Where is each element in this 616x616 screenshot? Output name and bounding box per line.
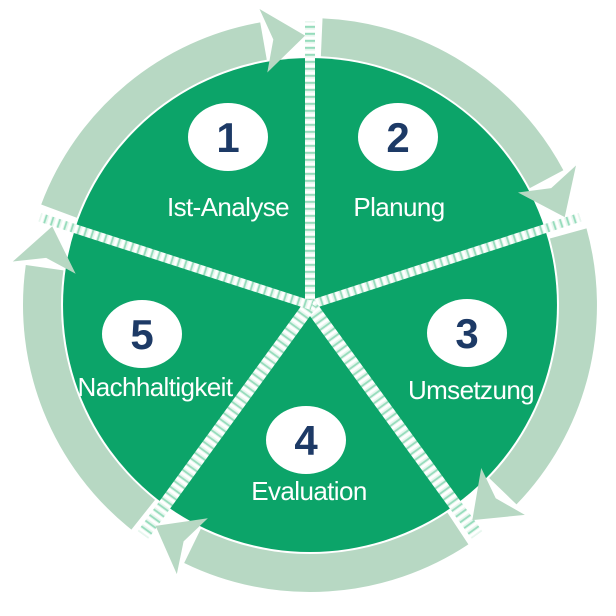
ring-arrow-arc-5 <box>23 265 156 530</box>
step-5-circle <box>102 300 182 368</box>
separator-left <box>38 212 314 310</box>
separator-right <box>306 212 582 310</box>
step-4-circle <box>266 406 346 474</box>
step-3-number: 3 <box>455 310 478 357</box>
step-5: 5 Nachhaltigkeit <box>78 300 234 402</box>
segment-nachhaltigkeit <box>63 228 311 505</box>
arrowhead-icon-1 <box>259 8 306 73</box>
step-4-number: 4 <box>294 417 318 464</box>
ring-arrow-arc-2 <box>320 18 564 189</box>
step-2-circle <box>358 103 438 171</box>
step-5-number: 5 <box>130 311 153 358</box>
step-2-number: 2 <box>386 114 409 161</box>
ring-arrow-arc-1 <box>41 22 267 218</box>
ring-arrow-arc-4 <box>184 512 469 593</box>
step-1-label: Ist-Analyse <box>167 192 289 222</box>
step-3: 3 Umsetzung <box>408 299 535 405</box>
step-3-circle <box>427 299 507 367</box>
outer-ring <box>12 8 597 593</box>
segment-umsetzung <box>310 228 557 505</box>
step-1-number: 1 <box>216 114 239 161</box>
step-4: 4 Evaluation <box>251 406 367 506</box>
step-2-label: Planung <box>353 192 444 222</box>
step-3-label: Umsetzung <box>408 375 534 405</box>
arrowhead-icon-3 <box>472 468 525 521</box>
step-5-label: Nachhaltigkeit <box>78 372 234 402</box>
separator-top <box>305 21 315 307</box>
step-2: 2 Planung <box>353 103 445 222</box>
arrowhead-icon-2 <box>517 165 576 218</box>
arrowhead-icon-4 <box>155 518 208 575</box>
step-1: 1 Ist-Analyse <box>167 103 290 222</box>
step-1-circle <box>188 103 268 171</box>
ring-arrow-arc-3 <box>488 228 597 505</box>
separator-bottom-right <box>303 299 483 539</box>
separator-bottom-left <box>137 299 317 539</box>
separators <box>38 21 582 539</box>
step-4-label: Evaluation <box>251 476 366 506</box>
arrowhead-icon-5 <box>12 226 76 274</box>
